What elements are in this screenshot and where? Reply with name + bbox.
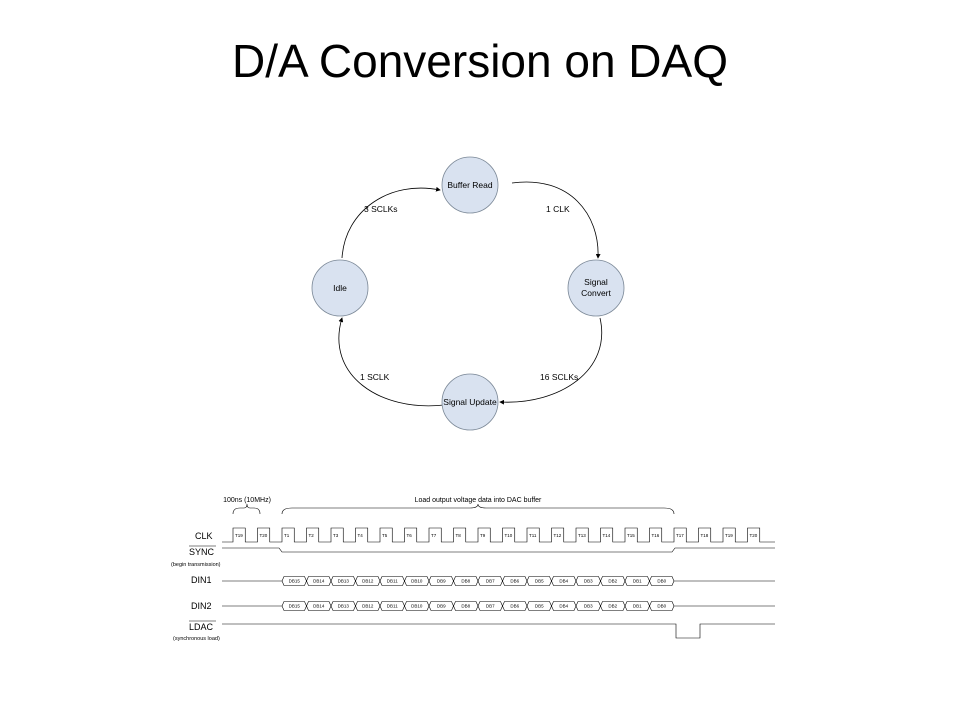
transition-idle-to-buffer-read <box>341 186 441 259</box>
bus-bit-label: DB12 <box>362 579 374 584</box>
load-brace <box>281 503 675 515</box>
clock-tick-label: T20 <box>750 533 758 538</box>
bus-bit-label: DB7 <box>486 579 495 584</box>
bus-bit-label: DB8 <box>461 604 470 609</box>
signal-label-sync: SYNC <box>189 547 215 557</box>
bus-bit-label: DB9 <box>437 604 446 609</box>
bus-bit-label: DB13 <box>338 579 350 584</box>
state-label: Buffer Read <box>447 180 492 190</box>
load-note: Load output voltage data into DAC buffer <box>415 497 542 504</box>
bus-bit-label: DB13 <box>338 604 350 609</box>
clock-tick-label: T16 <box>652 533 660 538</box>
clock-tick-label: T18 <box>701 533 709 538</box>
state-signal-update[interactable]: Signal Update <box>441 373 499 431</box>
state-machine: 1 CLK 16 SCLKs 1 SCLK 3 SCLKs Buffer Rea… <box>311 156 625 431</box>
bus-bit-label: DB5 <box>535 604 544 609</box>
transition-label: 3 SCLKs <box>364 204 398 214</box>
transition-signal-update-to-idle <box>338 317 445 407</box>
clock-tick-label: T11 <box>529 533 537 538</box>
state-label: Signal <box>584 277 608 287</box>
bus-bit-label: DB15 <box>289 604 301 609</box>
clk-tick-labels: T19 T20 T1 T2 T3 T4 T5 T6 T7 T8 T9 T10 T11 T12 T13 T14 T… <box>235 533 758 538</box>
slide-title: D/A Conversion on DAQ <box>231 35 728 87</box>
bus-bit-label: DB3 <box>584 579 593 584</box>
bus-bit-label: DB7 <box>486 604 495 609</box>
bus-bit-label: DB1 <box>633 604 642 609</box>
din2-bus: DB15 DB14 DB13 DB12 DB11 DB10 DB9 DB8 DB7 DB6 DB5 D… <box>222 601 775 611</box>
clock-tick-label: T5 <box>382 533 388 538</box>
clock-tick-label: T14 <box>603 533 611 538</box>
bus-bit-label: DB8 <box>461 579 470 584</box>
clock-tick-label: T8 <box>456 533 462 538</box>
bus-bit-label: DB10 <box>411 579 423 584</box>
bus-bit-label: DB0 <box>657 579 666 584</box>
bus-bit-label: DB11 <box>387 604 398 609</box>
state-buffer-read[interactable]: Buffer Read <box>441 156 499 214</box>
bus-bit-label: DB0 <box>657 604 666 609</box>
clock-tick-label: T12 <box>554 533 562 538</box>
clock-tick-label: T19 <box>235 533 243 538</box>
ldac-waveform <box>222 623 775 639</box>
state-idle[interactable]: Idle <box>311 259 369 317</box>
bus-bit-label: DB14 <box>313 579 325 584</box>
state-label: Convert <box>581 288 611 298</box>
bus-bit-label: DB6 <box>510 604 519 609</box>
state-label: Idle <box>333 283 347 293</box>
bus-bit-label: DB2 <box>608 579 617 584</box>
bus-bit-label: DB9 <box>437 579 446 584</box>
bus-bit-label: DB10 <box>411 604 423 609</box>
signal-label-din2: DIN2 <box>191 601 212 611</box>
bus-bit-label: DB4 <box>559 604 568 609</box>
bus-bit-label: DB3 <box>584 604 593 609</box>
clock-tick-label: T9 <box>480 533 486 538</box>
signal-label-ldac: LDAC <box>189 622 214 632</box>
clock-tick-label: T3 <box>333 533 339 538</box>
clock-tick-label: T20 <box>260 533 268 538</box>
clock-tick-label: T4 <box>358 533 364 538</box>
clock-tick-label: T15 <box>627 533 635 538</box>
timing-diagram: 100ns (10MHz) Load output voltage data i… <box>171 497 775 642</box>
clock-tick-label: T19 <box>725 533 733 538</box>
transition-buffer-read-to-signal-convert <box>511 181 601 259</box>
signal-sublabel-sync: (begin transmission) <box>171 562 221 568</box>
clock-tick-label: T10 <box>505 533 513 538</box>
transition-signal-convert-to-signal-update <box>499 317 603 405</box>
clock-line <box>222 527 775 543</box>
bus-bit-label: DB15 <box>289 579 301 584</box>
bus-bit-label: DB5 <box>535 579 544 584</box>
bus-bit-label: DB2 <box>608 604 617 609</box>
state-signal-convert[interactable]: Signal Convert <box>567 259 625 317</box>
bus-bit-label: DB14 <box>313 604 325 609</box>
signal-label-clk: CLK <box>195 531 213 541</box>
bus-bit-label: DB11 <box>387 579 398 584</box>
state-label: Signal Update <box>443 397 497 407</box>
bus-bit-label: DB6 <box>510 579 519 584</box>
sync-waveform <box>222 547 775 553</box>
transition-label: 1 CLK <box>546 204 570 214</box>
signal-label-din1: DIN1 <box>191 575 212 585</box>
clock-tick-label: T7 <box>431 533 437 538</box>
bus-bit-label: DB1 <box>633 579 642 584</box>
period-brace <box>232 503 261 515</box>
clock-tick-label: T2 <box>309 533 315 538</box>
clock-tick-label: T1 <box>284 533 290 538</box>
transition-label: 1 SCLK <box>360 372 390 382</box>
period-note: 100ns (10MHz) <box>223 497 271 504</box>
din1-bus: DB15 DB14 DB13 DB12 DB11 DB10 DB9 DB8 DB7 DB6 DB5 D… <box>222 576 775 586</box>
clock-tick-label: T6 <box>407 533 413 538</box>
clock-tick-label: T13 <box>578 533 586 538</box>
bus-bit-label: DB4 <box>559 579 568 584</box>
bus-bit-label: DB12 <box>362 604 374 609</box>
clock-tick-label: T17 <box>676 533 684 538</box>
transition-label: 16 SCLKs <box>540 372 578 382</box>
signal-sublabel-ldac: (synchronous load) <box>173 636 220 642</box>
clk-waveform <box>222 527 775 543</box>
